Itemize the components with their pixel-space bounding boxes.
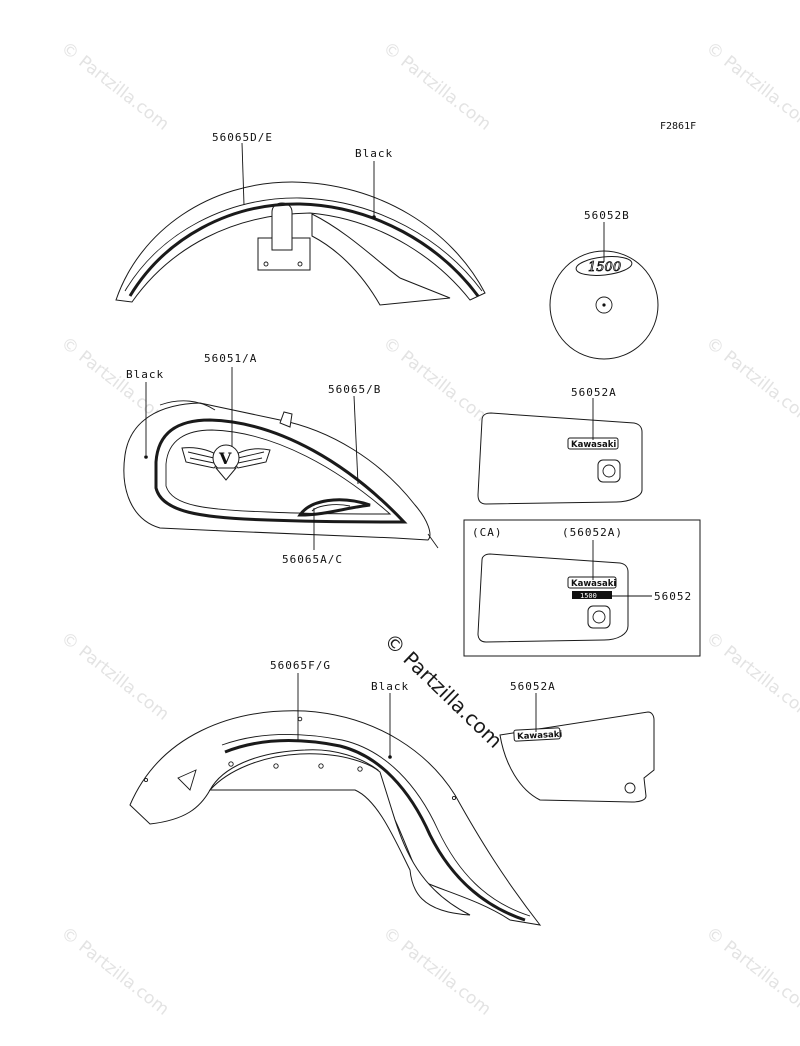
watermark: © Partzilla.com <box>702 628 800 725</box>
callout-tank-color: Black <box>126 368 164 381</box>
watermark: © Partzilla.com <box>57 628 173 725</box>
leader-line <box>241 142 245 206</box>
leader-line <box>353 395 359 485</box>
figure-code: F2861F <box>660 121 696 132</box>
watermark: © Partzilla.com <box>57 923 173 1020</box>
callout-tank-emblem: 56051/A <box>204 352 257 365</box>
decal-1500-text: 1500 <box>588 260 621 275</box>
fuel-tank: V <box>123 400 439 549</box>
decal-brand-text: Kawasaki <box>517 730 563 742</box>
callout-front-fender-stripe: 56065D/E <box>212 131 273 144</box>
side-cover-upper: Kawasaki <box>477 412 643 505</box>
color-point <box>388 755 392 759</box>
watermark: © Partzilla.com <box>379 38 495 135</box>
watermark: © Partzilla.com <box>702 38 800 135</box>
callout-tank-stripe: 56065/B <box>328 383 381 396</box>
color-point <box>144 455 148 459</box>
callout-side-cover-lower: 56052A <box>510 680 556 693</box>
watermark: © Partzilla.com <box>379 923 495 1020</box>
side-cover-lower: Kawasaki <box>499 711 655 803</box>
ca-variant-box: Kawasaki 1500 <box>463 519 701 657</box>
callout-ca-part-paren: (56052A) <box>562 526 623 539</box>
callout-ca-label: (CA) <box>472 526 503 539</box>
callout-emblem-1500: 56052B <box>584 209 630 222</box>
watermark: © Partzilla.com <box>379 333 495 430</box>
watermark: © Partzilla.com <box>57 38 173 135</box>
decal-ca-sticker: 1500 <box>580 592 597 600</box>
callout-rear-fender-stripe: 56065F/G <box>270 659 331 672</box>
decal-brand-text: Kawasaki <box>571 440 616 450</box>
watermark: © Partzilla.com <box>702 333 800 430</box>
color-point <box>372 215 376 219</box>
rear-fender <box>129 710 542 926</box>
watermark: © Partzilla.com <box>702 923 800 1020</box>
callout-ca-part: 56052 <box>654 590 692 603</box>
front-fender <box>115 181 486 306</box>
decal-brand-text: Kawasaki <box>571 579 616 589</box>
svg-text:V: V <box>218 449 232 468</box>
callout-rear-fender-color: Black <box>371 680 409 693</box>
callout-front-fender-color: Black <box>355 147 393 160</box>
emblem-1500: 1500 <box>549 250 659 360</box>
callout-tank-lower-stripe: 56065A/C <box>282 553 343 566</box>
callout-side-cover-upper: 56052A <box>571 386 617 399</box>
